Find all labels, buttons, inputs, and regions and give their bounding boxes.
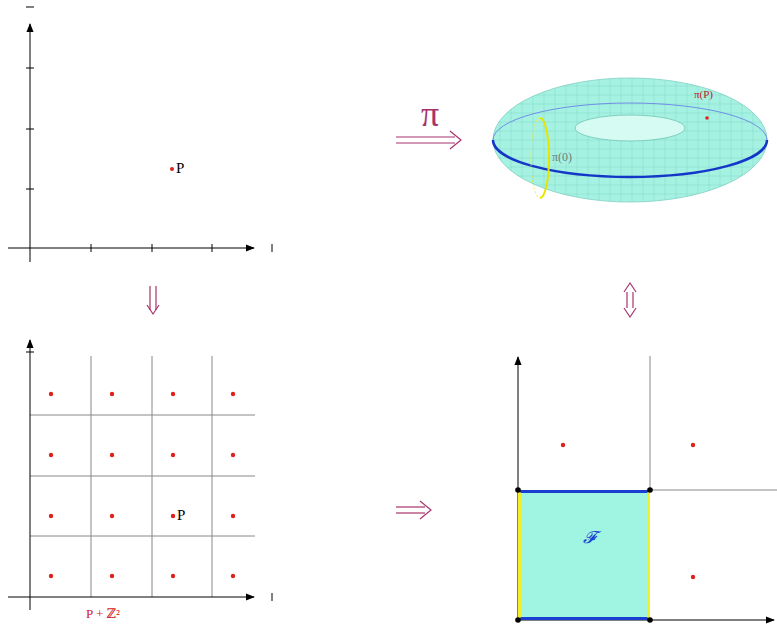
map-label: π — [421, 96, 439, 132]
axes — [8, 7, 272, 262]
grid-lines — [650, 356, 777, 490]
point — [170, 167, 174, 171]
fundamental-domain: 𝓕 — [518, 490, 650, 620]
lattice-grid — [30, 356, 255, 597]
implication-arrows — [147, 131, 636, 519]
lattice-points — [49, 392, 235, 578]
lattice-label: P + ℤ² — [86, 607, 120, 620]
point-label: π(P) — [694, 89, 713, 100]
torus — [490, 70, 770, 210]
point-label: P — [176, 161, 184, 176]
axes — [8, 340, 272, 610]
circle-label: π(0) — [552, 151, 572, 163]
point-label: P — [177, 508, 185, 523]
domain-label: 𝓕 — [583, 527, 596, 547]
